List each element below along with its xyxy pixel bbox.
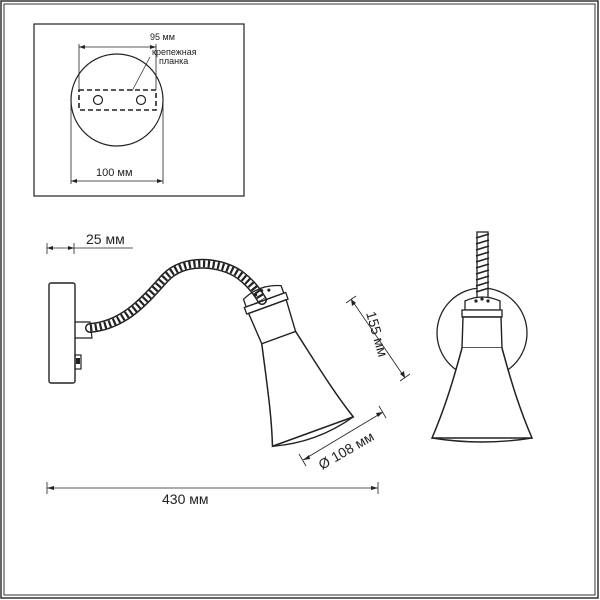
switch	[74, 354, 82, 370]
base-diameter-label: 100 мм	[96, 167, 133, 179]
mounting-base-inset: 95 мм крепежная планка 100 мм	[33, 23, 245, 197]
front-neck-coils	[475, 233, 490, 293]
lamp-front-view	[430, 231, 534, 443]
wall-base	[48, 282, 76, 384]
wall-offset-label: 25 мм	[86, 231, 125, 247]
base-circle	[70, 53, 164, 147]
plate-note-line1: крепежная	[152, 47, 197, 57]
lamp-side-view: 25 мм 155 мм	[46, 231, 411, 507]
shade-diameter-label: Ø 108 мм	[316, 428, 377, 472]
mounting-plate	[78, 89, 157, 111]
inset-frame	[33, 23, 245, 197]
shade-height-label: 155 мм	[363, 309, 391, 358]
plate-width-label: 95 мм	[150, 32, 175, 42]
lamp-head	[242, 284, 355, 448]
plate-note-line2: планка	[159, 56, 188, 66]
total-length-label: 430 мм	[162, 491, 209, 507]
gooseneck-coils	[89, 260, 266, 332]
screw-hole-right	[135, 94, 147, 106]
front-shade	[430, 347, 534, 439]
screw-hole-left	[92, 94, 104, 106]
